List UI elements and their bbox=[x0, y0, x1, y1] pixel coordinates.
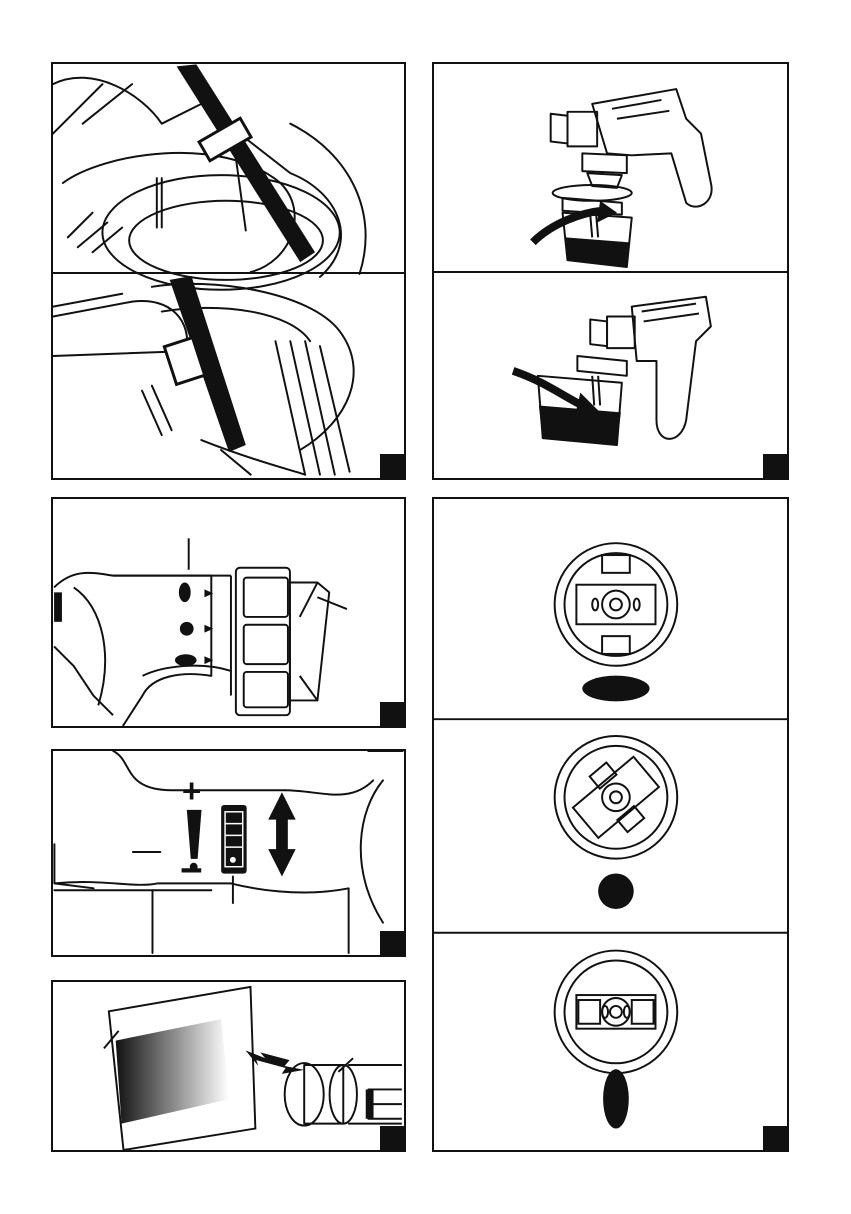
step-marker bbox=[380, 702, 404, 726]
container-illustration bbox=[434, 64, 787, 478]
pattern-horizontal bbox=[555, 543, 678, 666]
step-marker bbox=[380, 1126, 404, 1150]
panel-strap bbox=[51, 62, 406, 480]
pattern-round bbox=[555, 736, 678, 859]
panel-container bbox=[432, 62, 789, 480]
step-marker bbox=[380, 931, 404, 955]
plus-label: + bbox=[182, 773, 201, 810]
panel-nozzle-patterns bbox=[51, 497, 406, 728]
spray-patterns-illustration bbox=[434, 499, 787, 1150]
nozzle-illustration bbox=[53, 499, 404, 726]
test-spray-illustration bbox=[53, 982, 404, 1150]
panel-spray-patterns bbox=[432, 497, 789, 1152]
pattern-vertical bbox=[555, 951, 678, 1074]
strap-illustration bbox=[53, 64, 404, 478]
step-marker bbox=[763, 1126, 787, 1150]
panel-test-spray bbox=[51, 980, 406, 1152]
flow-regulator-illustration: + − bbox=[53, 751, 404, 955]
panel-flow-regulator: + − bbox=[51, 749, 406, 957]
step-marker bbox=[763, 454, 787, 478]
step-marker bbox=[380, 454, 404, 478]
